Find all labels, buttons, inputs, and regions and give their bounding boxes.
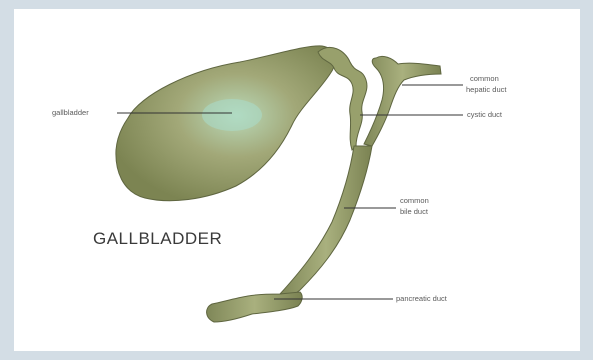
label-common-hepatic-1: common	[470, 74, 499, 83]
label-common-hepatic-2: hepatic duct	[466, 85, 507, 94]
gallbladder-highlight	[202, 99, 262, 131]
pancreatic-duct-segment	[207, 292, 303, 322]
label-gallbladder: gallbladder	[52, 108, 89, 117]
common-bile-duct	[280, 146, 372, 298]
common-hepatic-duct	[364, 56, 441, 146]
label-common-bile-2: bile duct	[400, 207, 429, 216]
label-pancreatic-duct: pancreatic duct	[396, 294, 448, 303]
diagram-title: GALLBLADDER	[93, 229, 222, 248]
label-common-bile-1: common	[400, 196, 429, 205]
label-cystic-duct: cystic duct	[467, 110, 503, 119]
